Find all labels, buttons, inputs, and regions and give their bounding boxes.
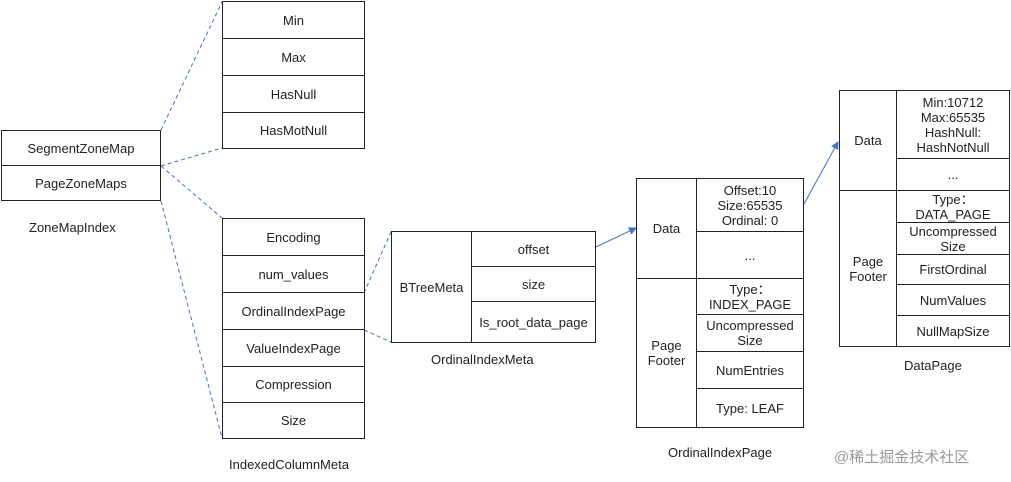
ordinal-page-footer-label-cell: Page Footer: [636, 278, 697, 428]
datapage-data-values-cell: Min:10712 Max:65535 HashNull: HashNotNul…: [896, 90, 1010, 159]
dashed-connector: [160, 147, 223, 167]
zone-map-index-caption: ZoneMapIndex: [29, 220, 116, 235]
zone-map-index-box: SegmentZoneMap PageZoneMaps: [1, 130, 161, 201]
data-page-caption: DataPage: [904, 358, 962, 373]
datapage-footer-num-values-cell: NumValues: [896, 284, 1010, 316]
value-index-page-cell: ValueIndexPage: [222, 329, 365, 367]
datapage-footer-type-cell: Type： DATA_PAGE: [896, 190, 1010, 223]
num-values-cell: num_values: [222, 255, 365, 293]
dashed-connector: [160, 165, 223, 219]
datapage-footer-null-map-size-cell: NullMapSize: [896, 315, 1010, 347]
compression-cell: Compression: [222, 366, 365, 403]
is-root-data-page-cell: Is_root_data_page: [471, 301, 596, 343]
watermark-text: @稀土掘金技术社区: [834, 449, 970, 466]
ordinal-index-page-cell: OrdinalIndexPage: [222, 292, 365, 330]
ordinal-index-meta-caption: OrdinalIndexMeta: [431, 352, 534, 367]
arrow-connector: [803, 141, 839, 205]
size-cell: Size: [222, 402, 365, 439]
ordinal-footer-uncompressed-size-cell: Uncompressed Size: [696, 314, 804, 352]
datapage-data-ellipsis-cell: ...: [896, 158, 1010, 191]
encoding-cell: Encoding: [222, 218, 365, 256]
segment-zone-map-cell: SegmentZoneMap: [1, 130, 161, 166]
dashed-connector: [363, 231, 392, 294]
dashed-connector: [363, 329, 392, 343]
datapage-footer-first-ordinal-cell: FirstOrdinal: [896, 254, 1010, 285]
zone-map-box: Min Max HasNull HasMotNull: [222, 1, 365, 149]
datapage-footer-uncompressed-size-cell: Uncompressed Size: [896, 222, 1010, 255]
dashed-connector: [160, 1, 223, 131]
ordinal-index-meta-box: BTreeMeta offset size Is_root_data_page: [391, 231, 596, 343]
zone-map-min-cell: Min: [222, 1, 365, 39]
ordinal-index-page-caption: OrdinalIndexPage: [668, 445, 773, 460]
data-page-box: Data Min:10712 Max:65535 HashNull: HashN…: [839, 90, 1011, 347]
ordinal-footer-type-cell: Type： INDEX_PAGE: [696, 278, 804, 315]
ordinal-footer-type-leaf-cell: Type: LEAF: [696, 388, 804, 428]
zone-map-max-cell: Max: [222, 38, 365, 76]
ordinal-data-ellipsis-cell: ...: [696, 231, 804, 279]
ordinal-index-page-box: Data Offset:10 Size:65535 Ordinal: 0 ...…: [636, 178, 804, 428]
indexed-column-meta-box: Encoding num_values OrdinalIndexPage Val…: [222, 218, 365, 439]
btree-meta-cell: BTreeMeta: [391, 231, 472, 343]
size-meta-cell: size: [471, 266, 596, 302]
page-zone-maps-cell: PageZoneMaps: [1, 165, 161, 201]
datapage-data-label-cell: Data: [839, 90, 897, 191]
indexed-column-meta-caption: IndexedColumnMeta: [229, 457, 349, 472]
zone-map-hasnull-cell: HasNull: [222, 75, 365, 113]
datapage-page-footer-label-cell: Page Footer: [839, 190, 897, 347]
ordinal-data-values-cell: Offset:10 Size:65535 Ordinal: 0: [696, 178, 804, 232]
ordinal-data-label-cell: Data: [636, 178, 697, 279]
offset-cell: offset: [471, 231, 596, 267]
dashed-connector: [160, 200, 223, 439]
ordinal-footer-num-entries-cell: NumEntries: [696, 351, 804, 389]
arrow-connector: [595, 227, 637, 248]
zone-map-hasmotnull-cell: HasMotNull: [222, 112, 365, 149]
